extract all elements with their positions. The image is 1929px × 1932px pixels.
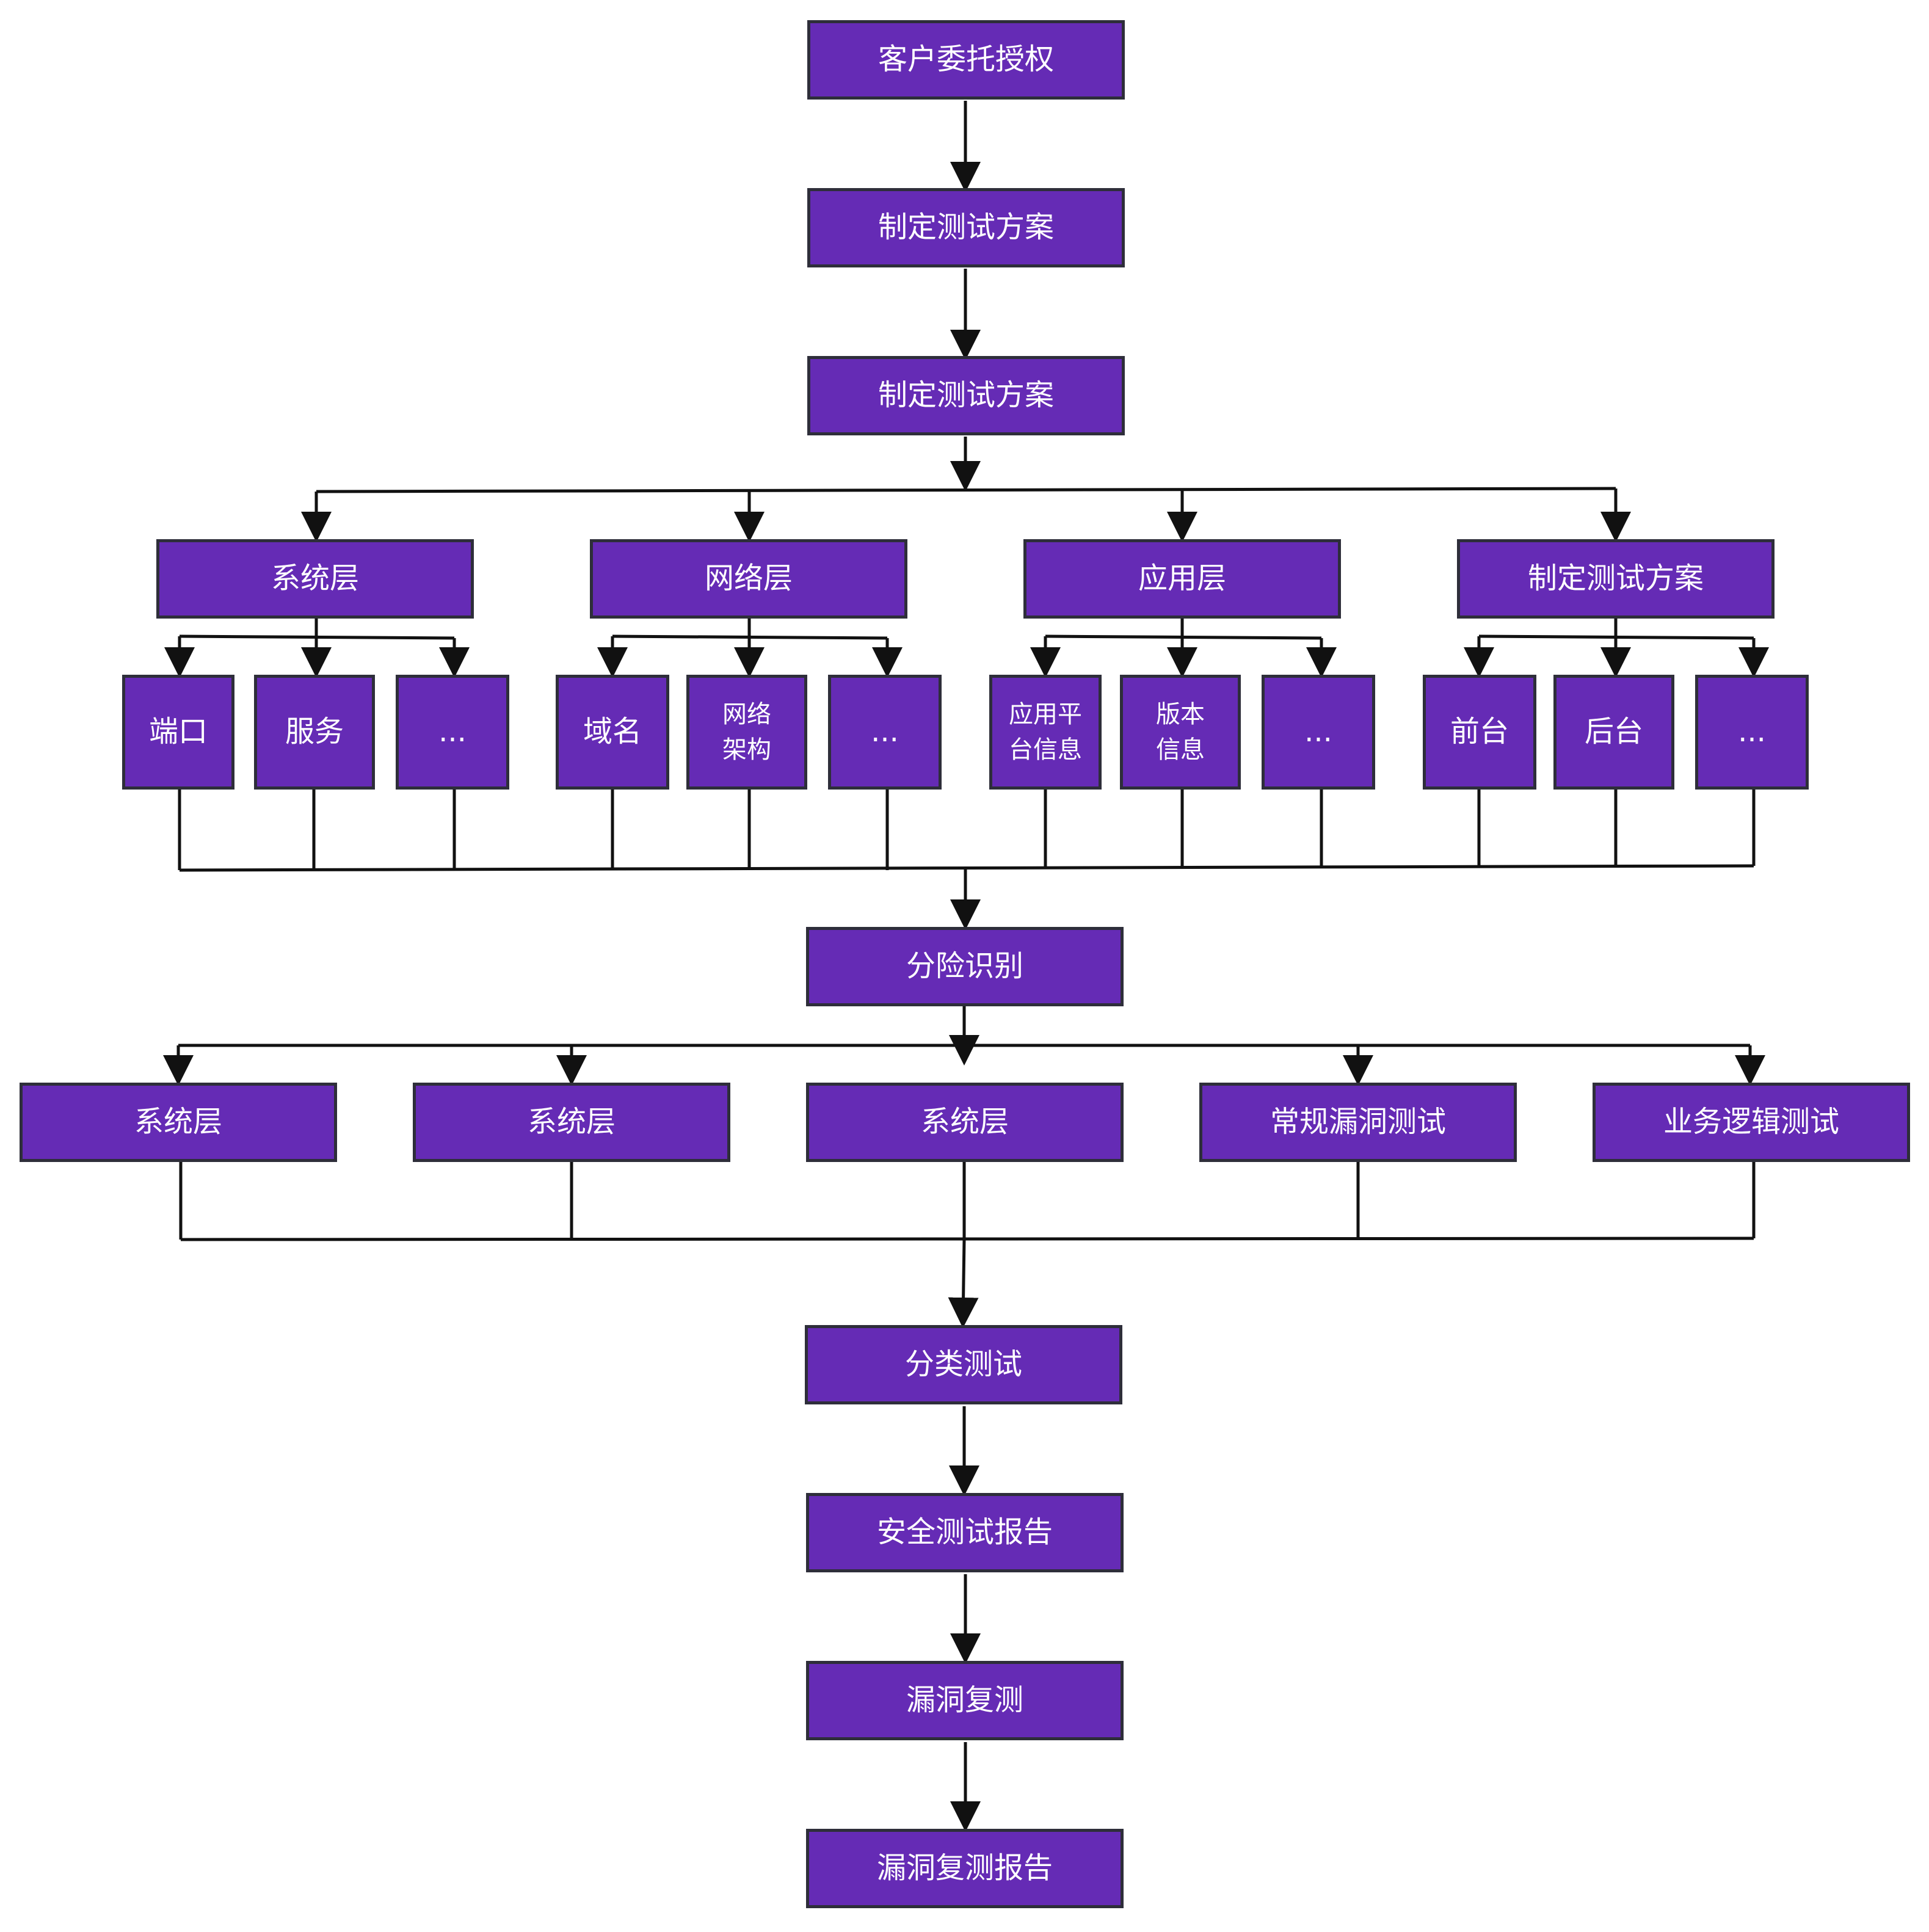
node-label: 制定测试方案 (877, 210, 1054, 245)
node-category-network: 网络层 (590, 539, 907, 619)
node-label: 系统层 (271, 561, 359, 596)
node-security-report: 安全测试报告 (806, 1493, 1124, 1572)
connector-to-classify (948, 1239, 979, 1328)
node-detail-service: 服务 (254, 675, 375, 790)
node-label: 制定测试方案 (1527, 561, 1704, 596)
node-label: 端口 (148, 714, 208, 749)
node-label: 系统层 (920, 1105, 1009, 1139)
node-category-system: 系统层 (156, 539, 474, 619)
node-label: 常规漏洞测试 (1270, 1105, 1446, 1139)
connector-category-bus (316, 487, 1616, 493)
node-detail-system-more: ... (396, 675, 509, 790)
node-label: 前台 (1450, 714, 1509, 749)
connector-merge-bus (179, 864, 1754, 872)
node-detail-app-platform-info: 应用平 台信息 (989, 675, 1102, 790)
node-label: ... (438, 714, 467, 749)
node-detail-version-info: 版本 信息 (1120, 675, 1241, 790)
node-risk-identification: 分险识别 (806, 927, 1124, 1006)
node-label: ... (1738, 714, 1766, 749)
node-label: 系统层 (134, 1105, 222, 1139)
node-label: 服务 (285, 714, 344, 749)
node-detail-backend: 后台 (1553, 675, 1674, 790)
node-category-application: 应用层 (1023, 539, 1341, 619)
node-label: 后台 (1584, 714, 1643, 749)
node-test-plan-2: 制定测试方案 (807, 356, 1125, 435)
connector-plan-bus (1478, 634, 1754, 640)
connector-system-bus (179, 634, 455, 640)
node-vuln-retest: 漏洞复测 (806, 1661, 1124, 1740)
node-label: 分类测试 (904, 1347, 1022, 1382)
node-label: ... (871, 714, 899, 749)
connector-lines (163, 101, 1769, 1832)
node-detail-application-more: ... (1262, 675, 1375, 790)
node-label: ... (1304, 714, 1332, 749)
node-label: 网络层 (704, 561, 793, 596)
node-detail-domain: 域名 (556, 675, 669, 790)
node-label: 漏洞复测报告 (876, 1851, 1053, 1886)
node-label: 业务逻辑测试 (1663, 1105, 1839, 1139)
node-test-plan-1: 制定测试方案 (807, 188, 1125, 267)
node-detail-network-more: ... (828, 675, 942, 790)
node-label: 安全测试报告 (876, 1515, 1053, 1550)
node-label: 客户委托授权 (877, 42, 1054, 77)
node-label: 应用平 台信息 (1009, 700, 1082, 764)
connector-network-bus (612, 634, 888, 640)
connector-risk-merge-bus (180, 1237, 1754, 1241)
node-label: 制定测试方案 (877, 378, 1054, 413)
node-label: 版本 信息 (1156, 700, 1205, 764)
node-label: 系统层 (527, 1105, 616, 1139)
node-risk-type-1: 系统层 (20, 1083, 337, 1162)
node-detail-network-architecture: 网络 架构 (686, 675, 807, 790)
node-label: 域名 (583, 714, 642, 749)
node-category-plan: 制定测试方案 (1457, 539, 1775, 619)
node-risk-type-3: 系统层 (806, 1083, 1124, 1162)
node-classify-test: 分类测试 (805, 1325, 1122, 1404)
node-vuln-retest-report: 漏洞复测报告 (806, 1829, 1124, 1908)
node-detail-port: 端口 (122, 675, 234, 790)
node-label: 漏洞复测 (906, 1683, 1023, 1718)
node-risk-type-2: 系统层 (413, 1083, 730, 1162)
node-detail-plan-more: ... (1695, 675, 1809, 790)
node-label: 网络 架构 (722, 700, 771, 764)
node-client-authorization: 客户委托授权 (807, 20, 1125, 100)
node-label: 分险识别 (906, 949, 1023, 984)
node-detail-frontend: 前台 (1423, 675, 1536, 790)
connector-application-bus (1045, 634, 1322, 640)
node-label: 应用层 (1138, 561, 1226, 596)
node-risk-business-logic-test: 业务逻辑测试 (1593, 1083, 1910, 1162)
node-risk-common-vuln-test: 常规漏洞测试 (1199, 1083, 1517, 1162)
